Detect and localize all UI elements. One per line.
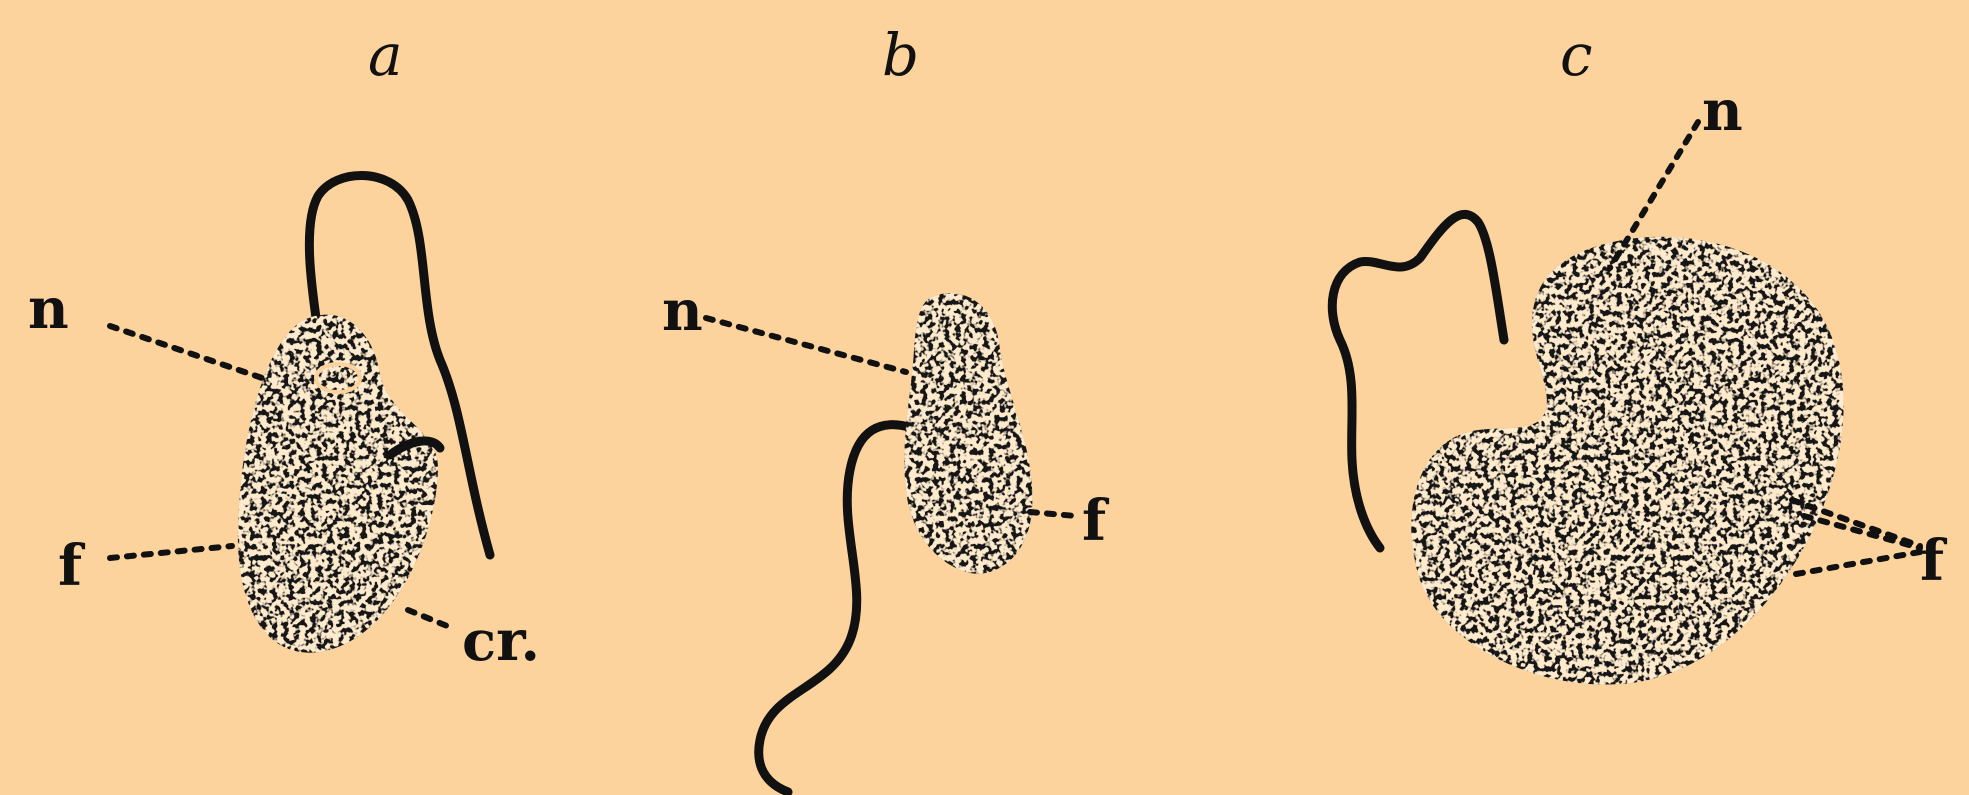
- panel-b-label-f: f: [1082, 488, 1110, 554]
- panel-a-title: a: [368, 21, 403, 89]
- panel-b-title: b: [882, 21, 919, 89]
- panel-a-cr-leader: [408, 610, 452, 628]
- panel-b-f-leader: [1030, 512, 1076, 516]
- panel-c-title: c: [1560, 21, 1592, 89]
- panel-b-flagellum: [759, 425, 912, 792]
- panel-a-label-cr: cr.: [462, 608, 540, 674]
- panel-b-cell-body: [904, 293, 1032, 574]
- panel-a-label-n: n: [28, 276, 69, 342]
- panel-a-f-leader: [110, 546, 232, 558]
- panel-c-label-f: f: [1920, 528, 1948, 594]
- panel-c-f-leader-3: [1796, 552, 1920, 574]
- panel-a-n-leader: [110, 326, 268, 380]
- panel-a-label-f: f: [58, 533, 86, 599]
- panel-c-f-leader-2: [1804, 516, 1920, 548]
- panel-c: c n f: [1332, 21, 1948, 684]
- panel-c-cell-body: [1411, 237, 1843, 685]
- panel-c-label-n: n: [1702, 78, 1743, 144]
- panel-b: b n f: [662, 21, 1110, 792]
- panel-b-n-leader: [706, 318, 906, 372]
- panel-b-label-n: n: [662, 278, 703, 344]
- panel-a: a n f cr.: [28, 21, 540, 674]
